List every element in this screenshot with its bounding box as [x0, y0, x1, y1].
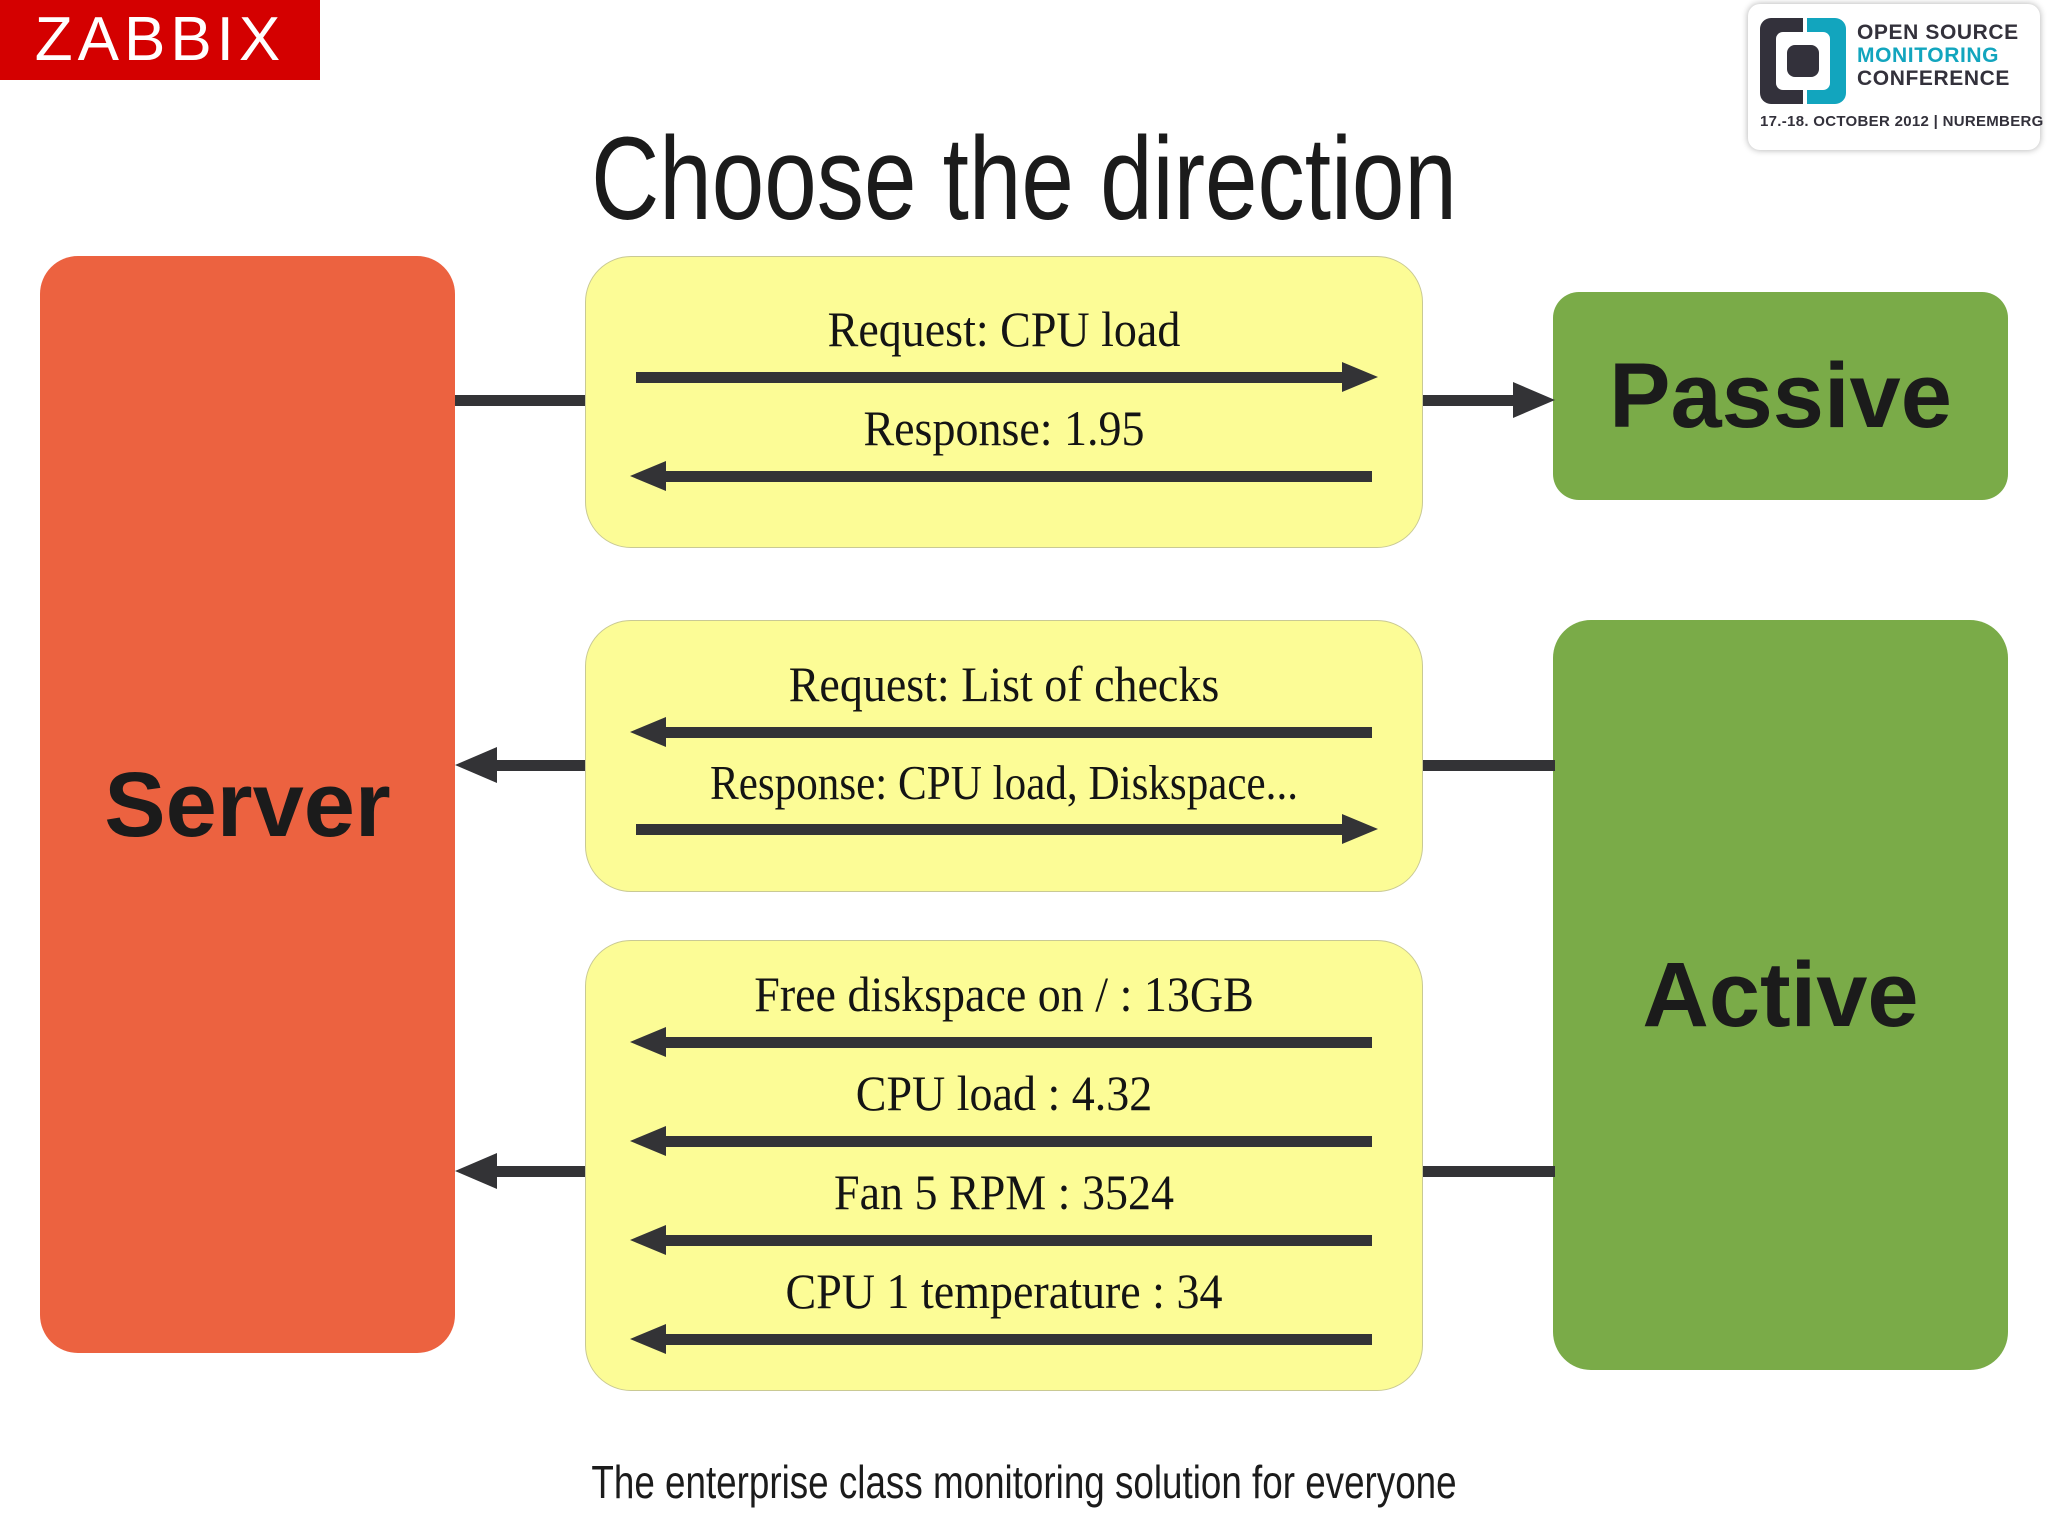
connector-arrowhead-left-handshake [455, 747, 497, 783]
arrow-shaft [664, 1333, 1372, 1345]
conference-badge-top: OPEN SOURCE MONITORING CONFERENCE [1760, 18, 2028, 106]
arrow-left-icon [630, 1026, 1378, 1057]
message-text: Request: CPU load [827, 301, 1181, 357]
arrow-right-icon [630, 814, 1378, 845]
arrow-shaft [636, 372, 1344, 383]
server-node-label: Server [104, 753, 391, 856]
arrow-shaft [664, 1135, 1372, 1147]
message-row: Request: CPU load [630, 303, 1378, 402]
message-text: Fan 5 RPM : 3524 [834, 1163, 1174, 1220]
connector-arrowhead-right-passive [1513, 382, 1555, 418]
message-text: Response: 1.95 [863, 400, 1145, 456]
arrow-left-icon [630, 1224, 1378, 1255]
arrow-shaft [664, 471, 1372, 482]
arrow-left-icon [630, 1125, 1378, 1156]
zabbix-logo: ZABBIX [0, 0, 320, 80]
conference-line-3: CONFERENCE [1857, 67, 2011, 90]
arrow-head [630, 716, 666, 747]
arrow-shaft [636, 824, 1344, 836]
connector-passive-box-to-passive-node [1423, 395, 1531, 406]
conference-date-location: 17.-18. OCTOBER 2012 | NUREMBERG [1760, 113, 2044, 130]
footer-tagline: The enterprise class monitoring solution… [591, 1456, 1457, 1508]
active-handshake-message-box: Request: List of checks Response: CPU lo… [585, 620, 1423, 892]
conference-wordmark: OPEN SOURCE MONITORING CONFERENCE [1857, 18, 2019, 90]
connector-arrowhead-left-data [455, 1153, 497, 1189]
message-row: CPU load : 4.32 [630, 1064, 1378, 1166]
message-row: Response: 1.95 [630, 402, 1378, 501]
message-row: CPU 1 temperature : 34 [630, 1262, 1378, 1364]
arrow-head [630, 1323, 666, 1354]
message-row: Response: CPU load, Diskspace... [630, 754, 1378, 855]
arrow-head [630, 1224, 666, 1255]
zabbix-wordmark: ZABBIX [34, 5, 286, 74]
connector-data-box-to-active-node [1423, 1166, 1555, 1177]
active-node: Active [1553, 620, 2008, 1370]
message-text: CPU 1 temperature : 34 [785, 1262, 1223, 1319]
connector-server-to-passive-box [455, 395, 587, 406]
message-text: Response: CPU load, Diskspace... [709, 754, 1299, 810]
arrow-left-icon [630, 716, 1378, 747]
connector-handshake-box-to-server [490, 760, 587, 771]
arrow-shaft [664, 726, 1372, 738]
center-square-shape [1787, 45, 1819, 77]
message-text: Request: List of checks [788, 655, 1220, 712]
arrow-head [630, 461, 666, 491]
arrow-left-icon [630, 1323, 1378, 1354]
message-row: Request: List of checks [630, 655, 1378, 757]
arrow-head [1342, 814, 1378, 845]
page-title: Choose the direction [591, 113, 1457, 245]
message-text: Free diskspace on / : 13GB [754, 965, 1254, 1022]
message-text: CPU load : 4.32 [855, 1064, 1153, 1121]
passive-node-label: Passive [1609, 345, 1952, 447]
connector-data-box-to-server [490, 1166, 587, 1177]
server-node: Server [40, 256, 455, 1353]
connector-handshake-box-to-active-node [1423, 760, 1555, 771]
message-row: Free diskspace on / : 13GB [630, 965, 1378, 1067]
passive-flow-message-box: Request: CPU load Response: 1.95 [585, 256, 1423, 548]
arrow-left-icon [630, 461, 1378, 491]
passive-node: Passive [1553, 292, 2008, 500]
osmc-logo-icon [1760, 18, 1846, 104]
conference-line-1: OPEN SOURCE [1857, 21, 2019, 44]
conference-badge: OPEN SOURCE MONITORING CONFERENCE 17.-18… [1748, 4, 2044, 150]
conference-line-2: MONITORING [1857, 44, 2000, 67]
arrow-head [630, 1125, 666, 1156]
arrow-head [630, 1026, 666, 1057]
arrow-shaft [664, 1036, 1372, 1048]
arrow-shaft [664, 1234, 1372, 1246]
active-data-message-box: Free diskspace on / : 13GB CPU load : 4.… [585, 940, 1423, 1391]
active-node-label: Active [1642, 944, 1919, 1046]
arrow-right-icon [630, 362, 1378, 392]
message-row: Fan 5 RPM : 3524 [630, 1163, 1378, 1265]
arrow-head [1342, 362, 1378, 392]
